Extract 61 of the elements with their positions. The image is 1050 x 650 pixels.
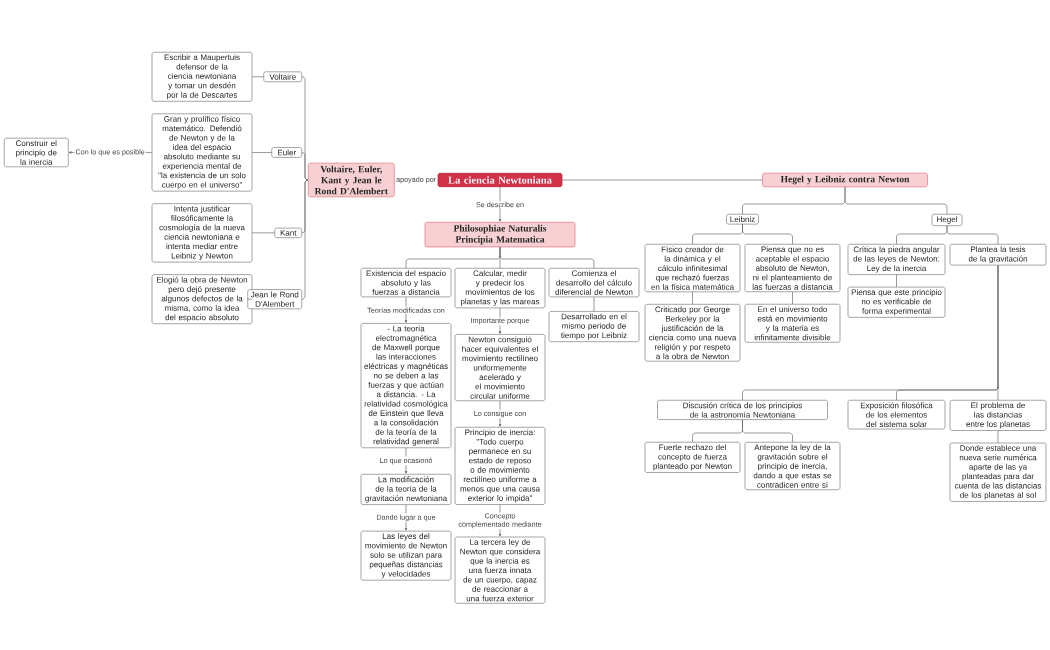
subtopic-box: Leibniz	[726, 214, 759, 225]
arrow	[404, 296, 408, 323]
subtopic-box: El problema de las distancias entre los planetas	[949, 400, 1047, 431]
connector-line	[792, 291, 793, 305]
subtopic-box: Escribir a Maupertuis defensor de la ciencia newtoniana y tomar un desdén por la de Descartes	[151, 52, 253, 102]
connector-line	[742, 419, 793, 443]
subtopic-box: Desarrollado en el mismo periodo de tiempo por Leibniz	[548, 311, 640, 342]
subtopic-box: En el universo todo está en movimiento y la materia es infinitamente divisible	[744, 303, 841, 343]
arrow	[404, 447, 408, 474]
subtopic-box: Euler	[271, 147, 302, 158]
connector-line	[301, 179, 309, 300]
connector-line	[251, 232, 275, 234]
connector-line	[593, 296, 595, 312]
subtopic-box: Jean le Rond D'Alembert	[247, 289, 302, 310]
subtopic-box: Gran y prolífico físico matemático. Defendió de Newton y de la idea del espacio absoluto mediante su experiencia mental de "la existencia de un solo cuerpo en el universo"	[151, 113, 253, 192]
subtopic-box: Piensa que no es aceptable el espacio absoluto de Newton, ni el planteamiento de las fuerzas a distancia	[744, 244, 841, 292]
connector-line	[251, 76, 264, 78]
arrow	[498, 307, 502, 334]
connector-line	[742, 224, 793, 245]
subtopic-box: Exposición filosófica de los elementos del sistema solar	[847, 400, 946, 430]
connector-line	[251, 152, 272, 153]
central-topic-box: La ciencia Newtoniana	[437, 172, 563, 188]
subtopic-box: La tercera ley de Newton que considera que la inercia es una fuerza innata de un cuerpo, capaz de reaccionar a una fuerza exterior	[454, 536, 546, 604]
subtopic-box: La modificación de la teoría de la gravitación newtoniana	[360, 474, 452, 505]
subtopic-box: Hegel	[931, 214, 963, 226]
subtopic-box: Kant	[274, 227, 302, 238]
subtopic-box: Donde establece una nueva serie numérica aparte de las ya planteadas para dar cuenta de las distancias de los planetas al sol	[949, 442, 1047, 502]
arrow	[404, 504, 408, 531]
connector-line	[562, 179, 763, 181]
subtopic-box: Construir el principio de la inercia	[4, 137, 69, 168]
subtopic-box: Fuerte rechazo del concepto de fuerza planteado por Newton	[644, 442, 741, 473]
topic-box: Philosophiae Naturalis Principia Matematica	[424, 222, 576, 248]
subtopic-box: Antepone la ley de la gravitación sobre el principio de inercia, dando a que estas se contradicen entre sí	[744, 442, 841, 490]
topic-box: Hegel y Leibniz contra Newton	[762, 172, 928, 188]
subtopic-box: Principio de inercia: "Todo cuerpo permanece en su estado de reposo o de movimiento rectilíneo uniforme a menos que una causa exterior lo impida"	[454, 427, 546, 505]
subtopic-box: Voltaire	[263, 71, 302, 82]
connector-line	[997, 265, 999, 401]
subtopic-box: Comienza el desarrollo del cálculo diferencial de Newton	[548, 268, 640, 298]
subtopic-box: Calcular, medir y predecir los movimientos de los planetas y las mareas	[454, 268, 546, 309]
subtopic-box: Plantea la tesis de la gravitación	[949, 244, 1047, 266]
subtopic-box: Newton consiguió hacer equivalentes el movimiento rectilíneo uniformemente acelerado y el movimiento circular uniforme	[454, 334, 546, 401]
connector-line	[997, 430, 999, 444]
subtopic-box: Las leyes del movimiento de Newton solo se utilizan para pequeñas distancias y velocidades	[360, 530, 452, 581]
connector-line	[692, 291, 693, 305]
subtopic-box: - La teoría electromagnética de Maxwell porque las interacciones eléctricas y magnéticas no se deben a las fuerzas y que actúan a distancia. - La relatividad cosmológica de Einstein que lleva a la consolidación de la teoría de la relatividad general	[360, 323, 452, 448]
connector-line	[247, 298, 253, 300]
arrow	[498, 400, 502, 427]
connector-line	[896, 274, 897, 288]
subtopic-box: Físico creador de la dinámica y el cálculo infinitesimal que rechazó fuerzas en la física matemática	[644, 244, 741, 293]
subtopic-box: Crítica la piedra angular de las leyes de Newton: Ley de la inercia	[847, 244, 946, 275]
subtopic-box: Existencia del espacio absoluto y las fuerzas a distancia	[360, 268, 452, 298]
connector-line	[499, 246, 595, 269]
arrow	[498, 186, 502, 222]
subtopic-box: Criticado por George Berkeley por la justificación de la ciencia como una nueva religión y por respeto a la obra de Newton	[644, 304, 741, 362]
subtopic-box: Discusión crítica de los principios de la astronomía Newtoniana	[657, 400, 828, 420]
subtopic-box: Piensa que este principio no es verificable de forma experimental	[847, 286, 946, 318]
connector-line	[946, 225, 999, 245]
topic-box: Voltaire, Euler, Kant y Jean le Rond D'Alembert	[308, 162, 395, 198]
connector-line	[301, 152, 309, 181]
subtopic-box: Intenta justificar filosóficamente la cosmología de la nueva ciencia newtoniana e intenta mediar entre Leibniz y Newton	[151, 203, 253, 263]
connector-line	[844, 186, 948, 215]
